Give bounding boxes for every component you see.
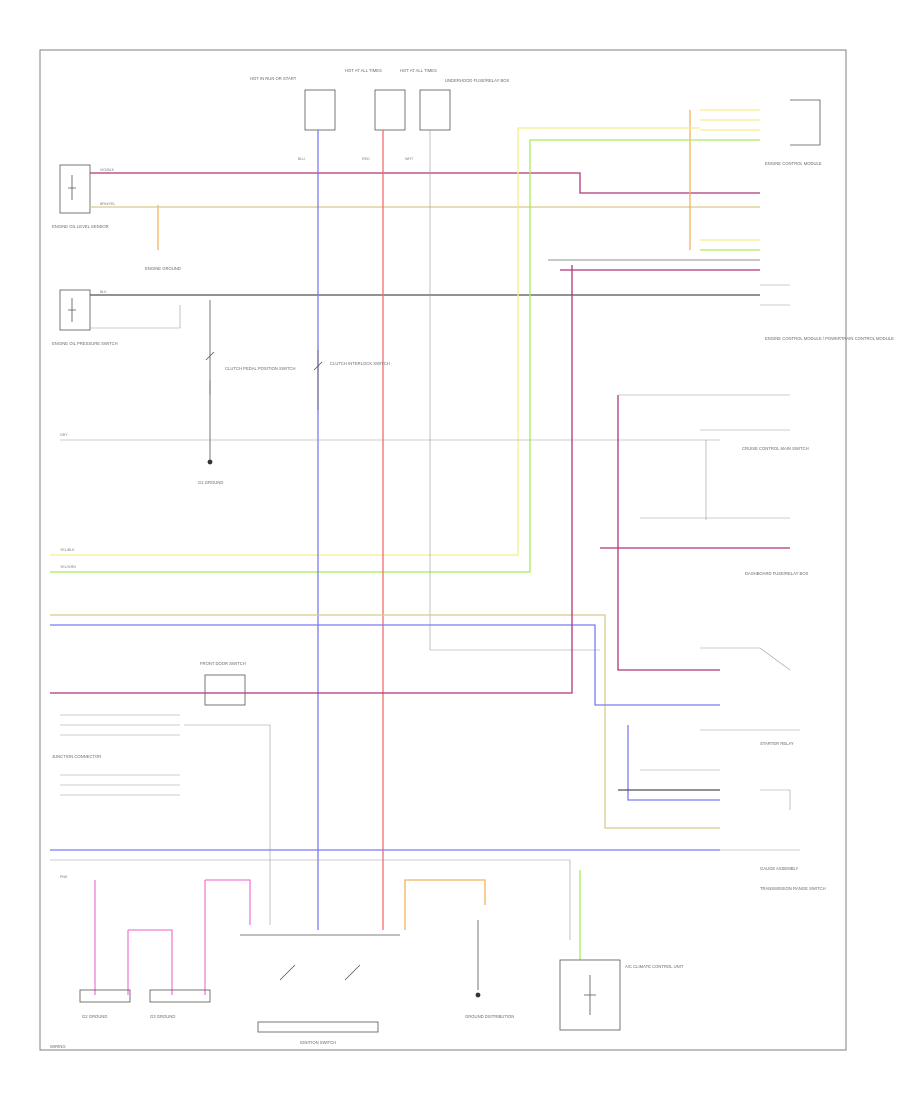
clutch-switch-a-label: CLUTCH PEDAL POSITION SWITCH (225, 366, 296, 371)
wire-label-white: WHT (405, 157, 414, 161)
fuse-label-b: HOT AT ALL TIMES (345, 68, 382, 73)
left-sensor-label: ENGINE OIL LEVEL SENSOR (52, 224, 109, 229)
ac-module-label: A/C CLIMATE CONTROL UNIT (625, 964, 684, 969)
fuse-box-1 (304, 89, 336, 131)
wire-label-yellow: YEL/BLK (60, 548, 75, 552)
wire-label-gray: GRY (60, 433, 68, 437)
diagram-frame (39, 49, 847, 1051)
wire-tan-mid (50, 614, 720, 829)
cruise-main-switch: CRUISE CONTROL MAIN SWITCH DASHBOARD FUS… (600, 394, 809, 671)
left-sensor-1: ENGINE OIL LEVEL SENSOR (52, 164, 109, 229)
dash-fuse-label: DASHBOARD FUSE/RELAY BOX (745, 571, 809, 576)
front-door-label: FRONT DOOR SWITCH (200, 661, 246, 666)
wire-label-green: YEL/GRN (60, 565, 76, 569)
wire-label-blue: BLU (298, 157, 305, 161)
pink-relays: G2 GROUND G3 GROUND PNK (60, 875, 251, 1019)
wire-label-black: BLK (100, 290, 107, 294)
left-sensor-2: ENGINE OIL PRESSURE SWITCH (52, 289, 118, 346)
engine-ground: ENGINE GROUND (145, 205, 181, 271)
wire-violet-mid (50, 265, 573, 694)
top-right-connector: ENGINE CONTROL MODULE (765, 99, 822, 166)
relay-label-2: G3 GROUND (150, 1014, 175, 1019)
bottom-left-label: WIRING (50, 1044, 66, 1049)
trans-switch-label: TRANSMISSION RANGE SWITCH (760, 886, 826, 891)
wire-label-pink: PNK (60, 875, 68, 879)
ground-dist-label: GROUND DISTRIBUTION (465, 1014, 514, 1019)
fuse-label-d: UNDERHOOD FUSE/RELAY BOX (445, 78, 510, 83)
clutch-switch-a: CLUTCH PEDAL POSITION SWITCH G1 GROUND (198, 300, 296, 485)
starter-relay-label: STARTER RELAY (760, 741, 794, 746)
right-connector-group: ENGINE CONTROL MODULE / POWERTRAIN CONTR… (548, 109, 894, 341)
fuse-box-3 (419, 89, 451, 131)
wire-violet-top (90, 172, 760, 194)
right-lower-group: STARTER RELAY GAUGE ASSEMBLY TRANSMISSIO… (618, 647, 826, 891)
wire-green-long (50, 139, 700, 573)
gauge-label: GAUGE ASSEMBLY (760, 866, 799, 871)
bottom-ground: GROUND DISTRIBUTION (465, 920, 514, 1019)
ignition-label: IGNITION SWITCH (300, 1040, 336, 1045)
wire-label-red: RED (362, 157, 370, 161)
relay-label-1: G2 GROUND (82, 1014, 107, 1019)
fuse-label-a: HOT IN RUN OR START (250, 76, 297, 81)
top-fuse-labels: HOT IN RUN OR START HOT AT ALL TIMES HOT… (250, 68, 510, 131)
ac-module: A/C CLIMATE CONTROL UNIT (559, 870, 684, 1031)
wire-label-violet: VIO/BLK (100, 168, 115, 172)
ignition-switch: IGNITION SWITCH (240, 934, 400, 1045)
wire-orange-bottom (404, 879, 486, 930)
ecm-right-label: ENGINE CONTROL MODULE / POWERTRAIN CONTR… (765, 336, 894, 341)
fuse-box-2 (374, 89, 406, 131)
ecm-top-label: ENGINE CONTROL MODULE (765, 161, 822, 166)
engine-ground-label: ENGINE GROUND (145, 266, 181, 271)
junction-label: JUNCTION CONNECTOR (52, 754, 101, 759)
front-door-switch: FRONT DOOR SWITCH (200, 661, 246, 706)
cruise-main-label: CRUISE CONTROL MAIN SWITCH (742, 446, 809, 451)
wire-yellow-long (50, 127, 700, 556)
left-sensor-2-label: ENGINE OIL PRESSURE SWITCH (52, 341, 118, 346)
clutch-switch-b-label: CLUTCH INTERLOCK SWITCH (330, 361, 390, 366)
left-lower-block: JUNCTION CONNECTOR (52, 714, 271, 925)
fuse-label-c: HOT AT ALL TIMES (400, 68, 437, 73)
ground-g1-label: G1 GROUND (198, 480, 223, 485)
wire-label-tan: BRN/YEL (100, 202, 115, 206)
clutch-switch-b: CLUTCH INTERLOCK SWITCH (313, 350, 390, 410)
wire-blue-mid (50, 624, 720, 706)
